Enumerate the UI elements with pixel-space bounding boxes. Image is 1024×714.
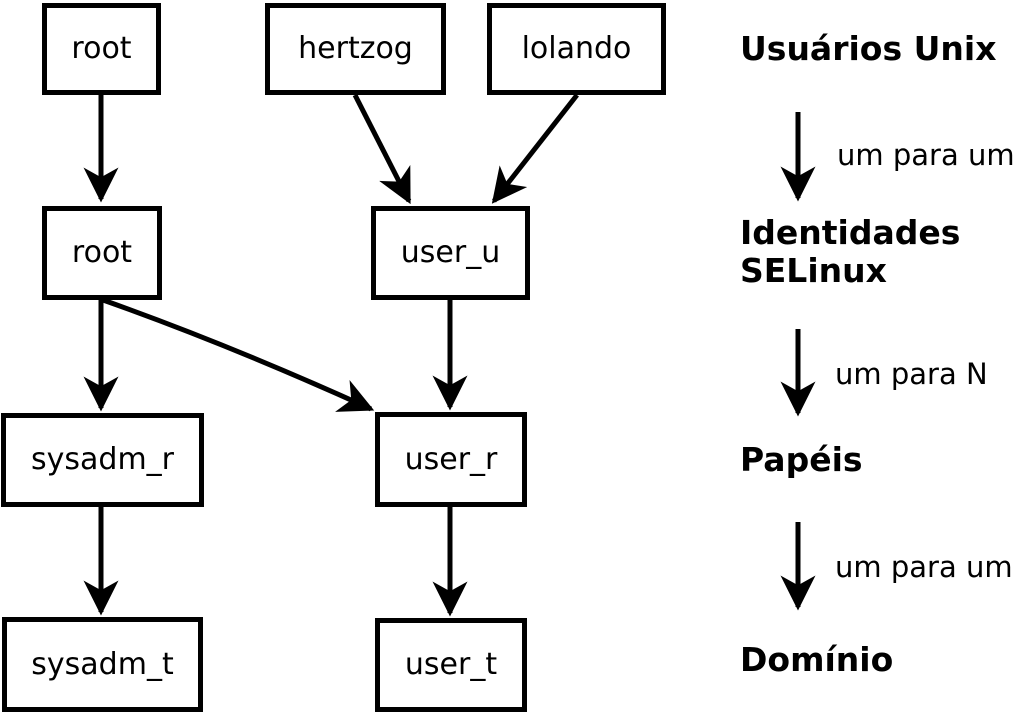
node-lolando-unix-user: lolando: [487, 3, 666, 95]
node-label: user_t: [404, 647, 498, 682]
arrow-lolando-to-useru: [491, 93, 579, 204]
legend-title-dominio: Domínio: [740, 640, 894, 679]
legend-mapping-um-para-um-1: um para um: [837, 138, 1015, 172]
legend-title-papeis: Papéis: [740, 440, 863, 479]
node-label: sysadm_t: [31, 646, 174, 682]
arrow-hertzog-to-useru: [352, 93, 412, 205]
node-label: root: [71, 235, 133, 270]
node-root-selinux-identity: root: [42, 206, 162, 300]
node-user-u-selinux-identity: user_u: [371, 206, 530, 300]
legend-title-usuarios-unix: Usuários Unix: [740, 29, 997, 68]
legend-title-identidades-selinux: Identidades SELinux: [740, 214, 960, 290]
node-hertzog-unix-user: hertzog: [265, 3, 446, 95]
node-root-unix-user: root: [42, 3, 161, 95]
node-label: lolando: [521, 31, 632, 66]
node-label: sysadm_r: [31, 442, 174, 477]
arrow-rootselinux-to-userr: [102, 297, 375, 412]
node-label: root: [71, 31, 132, 66]
legend-mapping-um-para-um-2: um para um: [835, 550, 1013, 584]
legend-title-line1: Identidades: [740, 213, 961, 252]
legend-title-line2: SELinux: [740, 251, 887, 290]
node-user-t-domain: user_t: [375, 618, 527, 712]
node-sysadm-t-domain: sysadm_t: [2, 617, 203, 712]
node-user-r-role: user_r: [375, 412, 527, 507]
node-label: user_r: [404, 441, 498, 477]
node-label: hertzog: [298, 31, 413, 66]
node-sysadm-r-role: sysadm_r: [1, 413, 204, 507]
node-label: user_u: [400, 235, 501, 270]
legend-mapping-um-para-n: um para N: [835, 357, 988, 391]
